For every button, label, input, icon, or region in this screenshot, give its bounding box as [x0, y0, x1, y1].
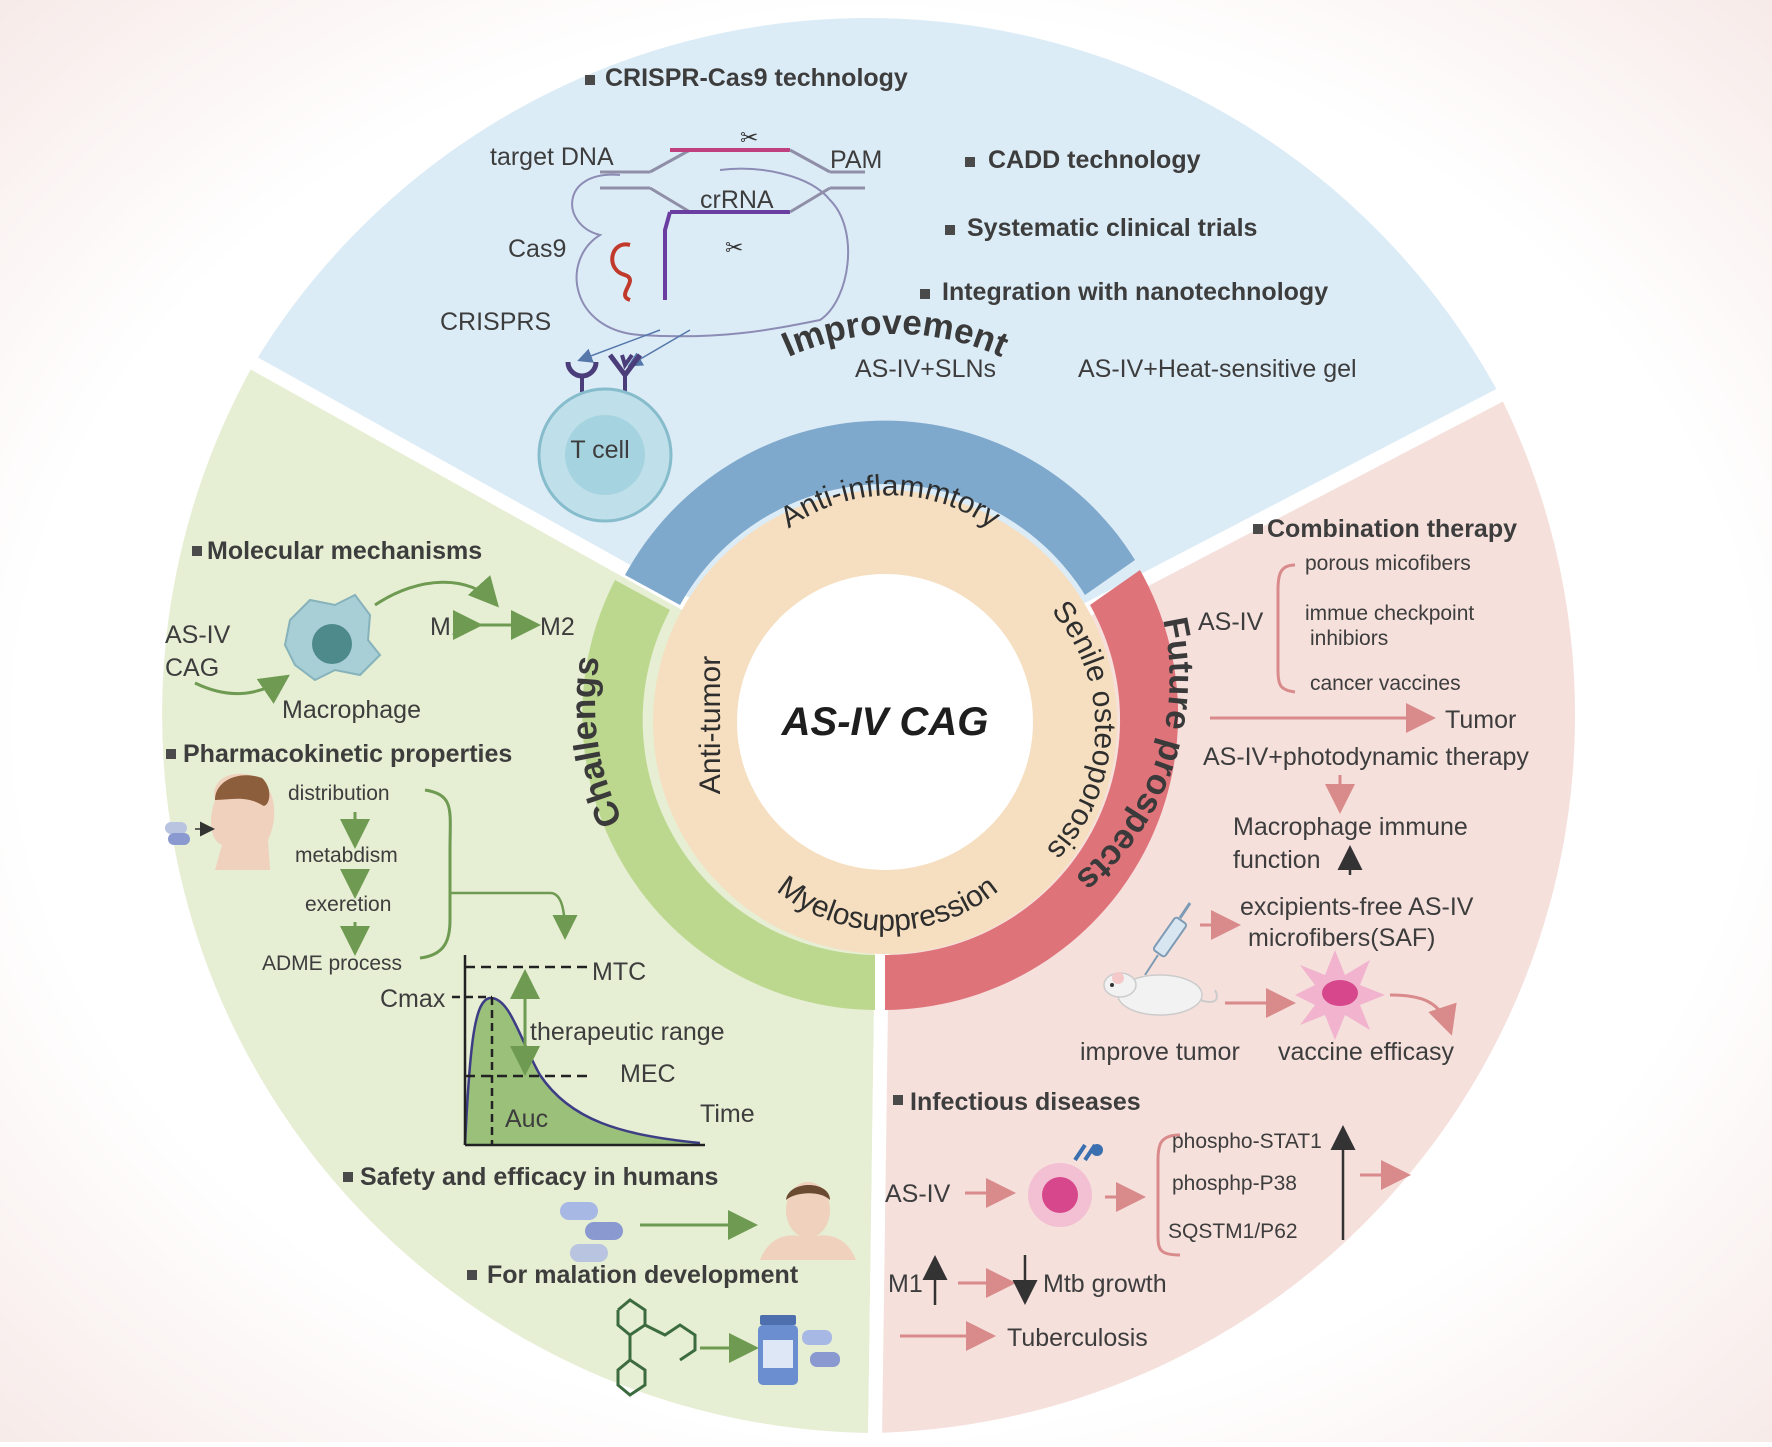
- label-mtb: Mtb growth: [1043, 1270, 1167, 1298]
- human-figure-icon: [760, 1182, 856, 1260]
- infected-cell-icon: [1028, 1143, 1103, 1227]
- future-content: Combination therapy AS-IV porous micofib…: [885, 515, 1529, 1352]
- ring-segment-improvement: [625, 420, 1135, 605]
- cadd-heading: CADD technology: [988, 146, 1201, 174]
- inner-label-left: Anti-tumor: [694, 656, 727, 794]
- trials-heading: Systematic clinical trials: [967, 214, 1257, 242]
- label-gel: AS-IV+Heat-sensitive gel: [1078, 355, 1357, 383]
- molecular-heading: Molecular mechanisms: [207, 537, 482, 565]
- label-stat1: phospho-STAT1: [1172, 1130, 1322, 1153]
- label-asiv-combo: AS-IV: [1198, 608, 1264, 636]
- dendritic-cell-icon: [1295, 950, 1385, 1040]
- syringe-icon: [1144, 902, 1192, 976]
- label-pam: PAM: [830, 146, 882, 174]
- label-pdt: AS-IV+photodynamic therapy: [1203, 743, 1529, 771]
- label-vaccines: cancer vaccines: [1310, 672, 1461, 695]
- crispr-heading: CRISPR-Cas9 technology: [605, 64, 908, 92]
- mouse-icon: [1103, 972, 1218, 1016]
- label-mtc: MTC: [592, 958, 646, 986]
- pk-curve-plot: [452, 955, 705, 1147]
- label-cas9: Cas9: [508, 235, 566, 263]
- label-metab: metabdism: [295, 844, 398, 867]
- label-sqstm: SQSTM1/P62: [1168, 1220, 1298, 1243]
- ring-segment-challenges: [582, 580, 875, 1010]
- label-tuberculosis: Tuberculosis: [1007, 1324, 1148, 1352]
- label-p38: phosphp-P38: [1172, 1172, 1297, 1195]
- safety-heading: Safety and efficacy in humans: [360, 1163, 718, 1191]
- pill-icon: [560, 1202, 623, 1262]
- label-distribution: distribution: [288, 782, 390, 805]
- label-asiv: AS-IV: [165, 621, 231, 649]
- bullet-icon: [467, 1270, 477, 1280]
- bullet-icon: [192, 546, 202, 556]
- label-vaccine-efficacy: vaccine efficasy: [1278, 1038, 1455, 1066]
- label-improve-tumor: improve tumor: [1080, 1038, 1240, 1066]
- label-cmax: Cmax: [380, 985, 446, 1013]
- bullet-icon: [965, 157, 975, 167]
- label-therapeutic-range: therapeutic range: [530, 1018, 725, 1046]
- pk-heading: Pharmacokinetic properties: [183, 740, 512, 768]
- label-auc: Auc: [505, 1105, 548, 1133]
- label-t-cell: T cell: [570, 436, 629, 464]
- label-cag: CAG: [165, 654, 219, 682]
- label-sln: AS-IV+SLNs: [855, 355, 996, 383]
- infectious-heading: Infectious diseases: [910, 1088, 1141, 1116]
- t-cell-icon: [537, 353, 673, 523]
- label-adme: ADME process: [262, 952, 402, 975]
- label-immune-2: inhibiors: [1310, 627, 1388, 650]
- bullet-icon: [920, 289, 930, 299]
- label-mec: MEC: [620, 1060, 676, 1088]
- formulation-heading: For malation development: [487, 1261, 799, 1289]
- bullet-icon: [166, 749, 176, 759]
- bullet-icon: [1253, 524, 1263, 534]
- label-saf-1: excipients-free AS-IV: [1240, 893, 1474, 921]
- label-crrna: crRNA: [700, 186, 774, 214]
- label-asiv-infection: AS-IV: [885, 1180, 951, 1208]
- medicine-bottle-icon: [758, 1315, 798, 1385]
- bullet-icon: [343, 1172, 353, 1182]
- nano-heading: Integration with nanotechnology: [942, 278, 1328, 306]
- label-immune-1: immue checkpoint: [1305, 602, 1474, 625]
- label-m1: M1: [430, 613, 465, 641]
- combo-heading: Combination therapy: [1267, 515, 1517, 543]
- crispr-illustration: ✂ ✂: [571, 125, 865, 367]
- label-saf-2: microfibers(SAF): [1248, 924, 1436, 952]
- bullet-icon: [585, 75, 595, 85]
- human-head-icon: [195, 773, 275, 870]
- bullet-icon: [945, 225, 955, 235]
- label-m2: M2: [540, 613, 575, 641]
- label-crisprs: CRISPRS: [440, 308, 551, 336]
- scissors-icon: ✂: [725, 235, 743, 260]
- pill-icon: [802, 1330, 840, 1367]
- improvement-sector: [238, 4, 1516, 723]
- label-porous: porous micofibers: [1305, 552, 1471, 575]
- improvement-content: CRISPR-Cas9 technology ✂ ✂ target DNA PA…: [440, 64, 1357, 523]
- pill-icon: [165, 822, 190, 845]
- ring-segment-future: [885, 570, 1179, 1010]
- scissors-icon: ✂: [740, 125, 758, 150]
- center-circle: [737, 574, 1033, 870]
- label-macro-2: function: [1233, 846, 1321, 874]
- label-target-dna: target DNA: [490, 143, 614, 171]
- challenges-content: Molecular mechanisms AS-IV CAG M1 M2 Mac…: [165, 537, 856, 1397]
- bullet-icon: [893, 1095, 903, 1105]
- label-excretion: exeretion: [305, 893, 391, 916]
- center-title: AS-IV CAG: [781, 700, 989, 744]
- label-time: Time: [700, 1100, 755, 1128]
- label-tumor: Tumor: [1445, 706, 1516, 734]
- label-macrophage: Macrophage: [282, 696, 421, 724]
- label-macro-1: Macrophage immune: [1233, 813, 1468, 841]
- macrophage-icon: [283, 593, 382, 682]
- molecule-icon: [616, 1298, 697, 1397]
- label-m1-infection: M1: [888, 1270, 923, 1298]
